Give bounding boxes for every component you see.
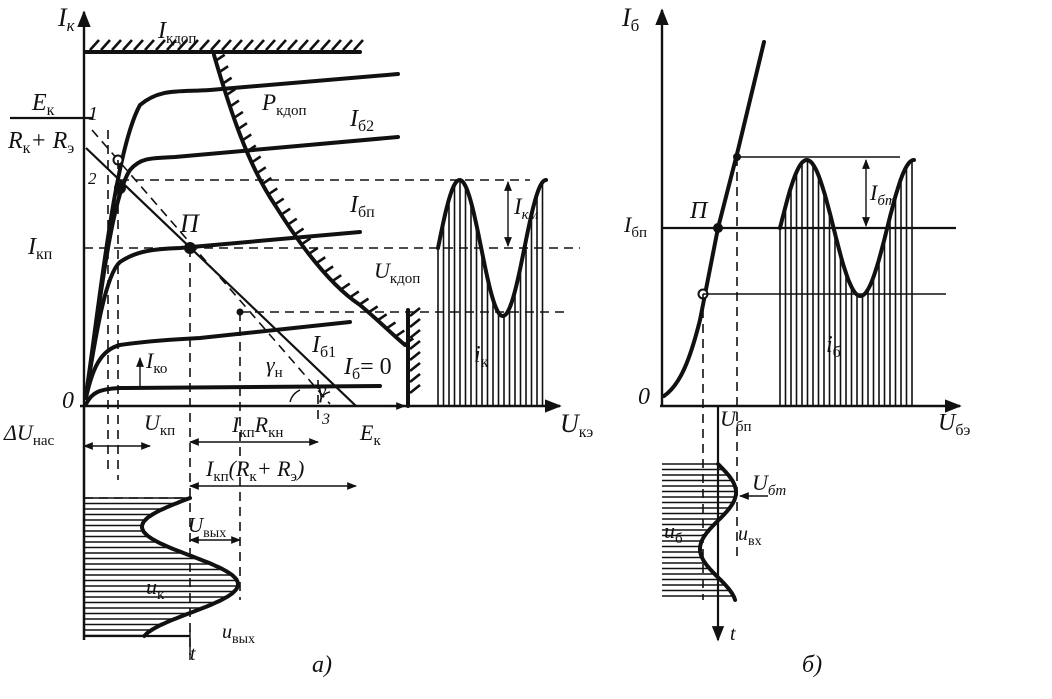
label-ube-axis: Uбэ (938, 410, 970, 439)
point-2 (114, 182, 126, 194)
label-gamma-n: γн (266, 352, 283, 381)
label-delta-unas: ΔUнас (3, 420, 54, 449)
label-ik-wave: iк (474, 342, 489, 371)
label-ibp-a: Iбп (349, 192, 375, 221)
label-ikm: Iкм (513, 194, 539, 223)
label-ub-wave: uб (664, 518, 683, 547)
pk-dop-curve (212, 53, 407, 347)
label-point-1: 1 (88, 103, 98, 125)
curve-ibp (84, 230, 362, 397)
ik-waveform-fill (437, 180, 544, 406)
caption-a: а) (312, 652, 332, 678)
label-ubm: Uбm (752, 470, 786, 499)
label-iko: Iко (145, 348, 167, 377)
label-point-2: 2 (88, 169, 97, 188)
input-characteristic (662, 40, 766, 398)
ik-dop-limit (84, 39, 364, 54)
label-gamma: γ (318, 381, 327, 403)
ik-waveform (436, 178, 548, 318)
ib-waveform-fill (779, 160, 913, 406)
label-point-p-b: П (689, 198, 709, 224)
label-ubp: Uбп (720, 406, 752, 435)
ub-waveform (698, 462, 738, 602)
label-ib-wave: iб (826, 332, 841, 361)
label-uk-dop: Uкдоп (374, 258, 420, 287)
label-uke-axis: Uкэ (560, 409, 593, 441)
ac-load-line (91, 129, 331, 405)
label-ib0: Iб= 0 (343, 354, 392, 383)
label-ib2: Iб2 (349, 106, 374, 135)
panel-b: Iб П Iбп Iбm iб 0 Uбэ Uбп Uбm uб uвх t б… (621, 3, 970, 678)
label-uvyx-amp: Uвых (188, 513, 226, 541)
label-ek-numerator: Eк (31, 90, 55, 119)
ib-waveform (778, 158, 916, 298)
label-ek-axis: Eк (359, 420, 381, 449)
label-ikp-rk-re: Iкп(Rк+ Rэ) (205, 456, 304, 485)
caption-b: б) (802, 652, 822, 678)
label-ikp: Iкп (27, 234, 53, 263)
label-origin-b: 0 (638, 384, 650, 410)
ub-waveform-fill (662, 463, 736, 597)
curve-ib0 (84, 384, 382, 406)
label-point-p-a: П (179, 209, 201, 238)
label-t-b: t (730, 623, 736, 645)
label-uk-wave: uк (146, 574, 165, 603)
pk-dop-hatch (214, 53, 415, 346)
label-pk-dop: Pкдоп (261, 90, 307, 119)
load-line (85, 147, 357, 407)
label-ik-dop: Iкдоп (157, 18, 196, 47)
label-point-3: 3 (321, 411, 330, 428)
uk-waveform-fill (84, 497, 238, 637)
label-uvx: uвх (738, 523, 762, 549)
uk-waveform (140, 496, 240, 638)
label-ukp: Uкп (144, 410, 175, 439)
panel-a: Iк Iкдоп Pкдоп Iб2 Iбп Iб1 Iб= 0 Iкп Iко… (3, 3, 593, 678)
label-ibm: Iбm (869, 180, 896, 209)
label-ek-denominator: Rк+ Rэ (7, 128, 74, 157)
label-uvyx: uвых (222, 621, 255, 647)
label-ibp-b: Iбп (623, 212, 647, 241)
label-ib1: Iб1 (311, 332, 336, 361)
label-ib-axis: Iб (621, 3, 639, 35)
label-origin-a: 0 (62, 388, 74, 414)
curve-ib1 (84, 320, 352, 400)
label-ik-axis: Iк (57, 3, 76, 35)
label-ikp-rkn: IкпRкн (231, 412, 283, 441)
label-t-a: t (190, 643, 196, 665)
